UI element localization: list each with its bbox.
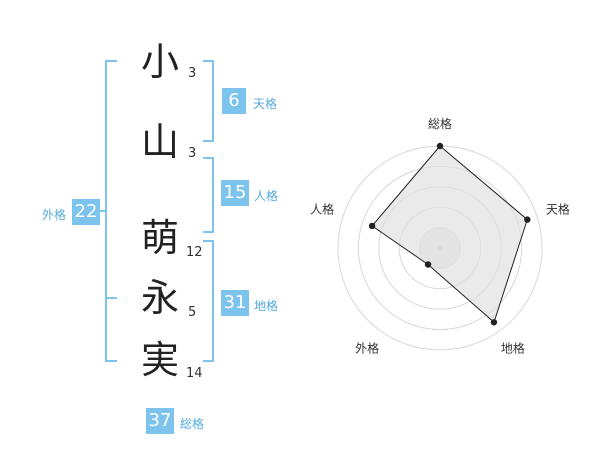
jinkaku-bracket xyxy=(203,157,214,233)
stroke-count-3: 12 xyxy=(186,245,203,260)
stroke-count-2: 3 xyxy=(188,146,197,161)
tenkaku-label: 天格 xyxy=(253,97,278,111)
stroke-count-5: 14 xyxy=(186,366,203,381)
tenkaku-value-badge: 6 xyxy=(222,88,246,114)
radar-series-polygon xyxy=(371,145,528,324)
gaikaku-bracket-tick xyxy=(105,297,117,299)
gaikaku-value-badge: 22 xyxy=(72,199,100,225)
stroke-count-1: 3 xyxy=(188,66,197,81)
name-char-3: 萌 xyxy=(140,216,179,260)
gaikaku-bracket-connector xyxy=(100,210,106,212)
radar-polygon-layer xyxy=(371,145,528,324)
soukaku-label: 総格 xyxy=(180,417,205,431)
radar-axis-label-4: 外格 xyxy=(355,340,379,355)
radar-point-1 xyxy=(436,142,444,150)
soukaku-value-badge: 37 xyxy=(146,408,174,434)
name-char-4: 永 xyxy=(140,276,179,320)
chikaku-label: 地格 xyxy=(254,299,279,313)
jinkaku-label: 人格 xyxy=(254,189,279,203)
radar-point-4 xyxy=(424,261,432,268)
name-char-1: 小 xyxy=(140,40,179,84)
radar-point-3 xyxy=(490,319,498,326)
stroke-count-4: 5 xyxy=(188,305,197,320)
gaikaku-bracket xyxy=(105,60,117,362)
chikaku-value-badge: 31 xyxy=(221,290,249,316)
radar-axis-label-5: 人格 xyxy=(310,202,334,217)
radar-point-2 xyxy=(524,216,531,223)
radar-axis-label-2: 天格 xyxy=(546,202,570,217)
radar-axis-label-3: 地格 xyxy=(501,340,525,355)
tenkaku-bracket xyxy=(203,60,214,142)
chikaku-bracket xyxy=(203,240,214,362)
radar-points-layer xyxy=(368,142,531,326)
jinkaku-value-badge: 15 xyxy=(221,180,249,206)
name-char-2: 山 xyxy=(140,120,179,164)
name-char-5: 実 xyxy=(140,338,179,382)
gaikaku-label: 外格 xyxy=(42,208,67,222)
radar-point-5 xyxy=(368,222,376,230)
radar-axis-label-1: 総格 xyxy=(428,116,452,131)
